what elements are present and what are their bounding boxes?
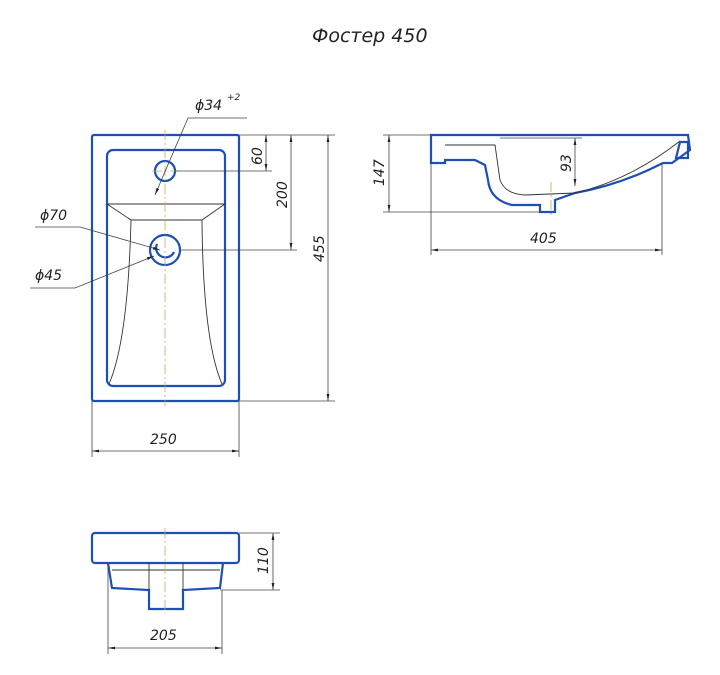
side-view: 147 93 405: [372, 133, 692, 255]
label-dim-147: 147: [372, 159, 388, 186]
overflow-channel: [674, 140, 690, 160]
leader-tap: [154, 117, 247, 196]
sink-section: [429, 133, 692, 214]
label-tap-tolerance: +2: [227, 93, 241, 103]
label-tap-hole: ϕ34: [195, 98, 222, 114]
front-view: 110 205: [90, 528, 280, 654]
label-dim-110: 110: [256, 547, 272, 574]
bowl-contour: [106, 203, 226, 385]
bowl-rim: [105, 148, 227, 388]
leader-drain-outer: [35, 226, 161, 251]
sink-outline: [90, 133, 241, 403]
label-dim-93: 93: [559, 154, 575, 172]
label-dim-250: 250: [150, 432, 177, 448]
leader-drain-inner: [30, 255, 155, 289]
front-bowl: [106, 562, 225, 611]
label-inner-drain: ϕ45: [35, 268, 62, 284]
bowl-cavity: [445, 140, 681, 196]
label-dim-455: 455: [312, 235, 328, 262]
label-dim-405: 405: [530, 231, 557, 247]
label-dim-200: 200: [275, 181, 291, 208]
label-dim-60: 60: [250, 147, 266, 165]
label-outer-drain: ϕ70: [40, 208, 67, 224]
front-deck: [90, 531, 241, 565]
label-dim-205: 205: [150, 628, 177, 644]
top-view: ϕ34 +2 ϕ70 ϕ45 60 200 455 250: [30, 93, 335, 457]
drawing-title: Фостер 450: [312, 25, 428, 47]
